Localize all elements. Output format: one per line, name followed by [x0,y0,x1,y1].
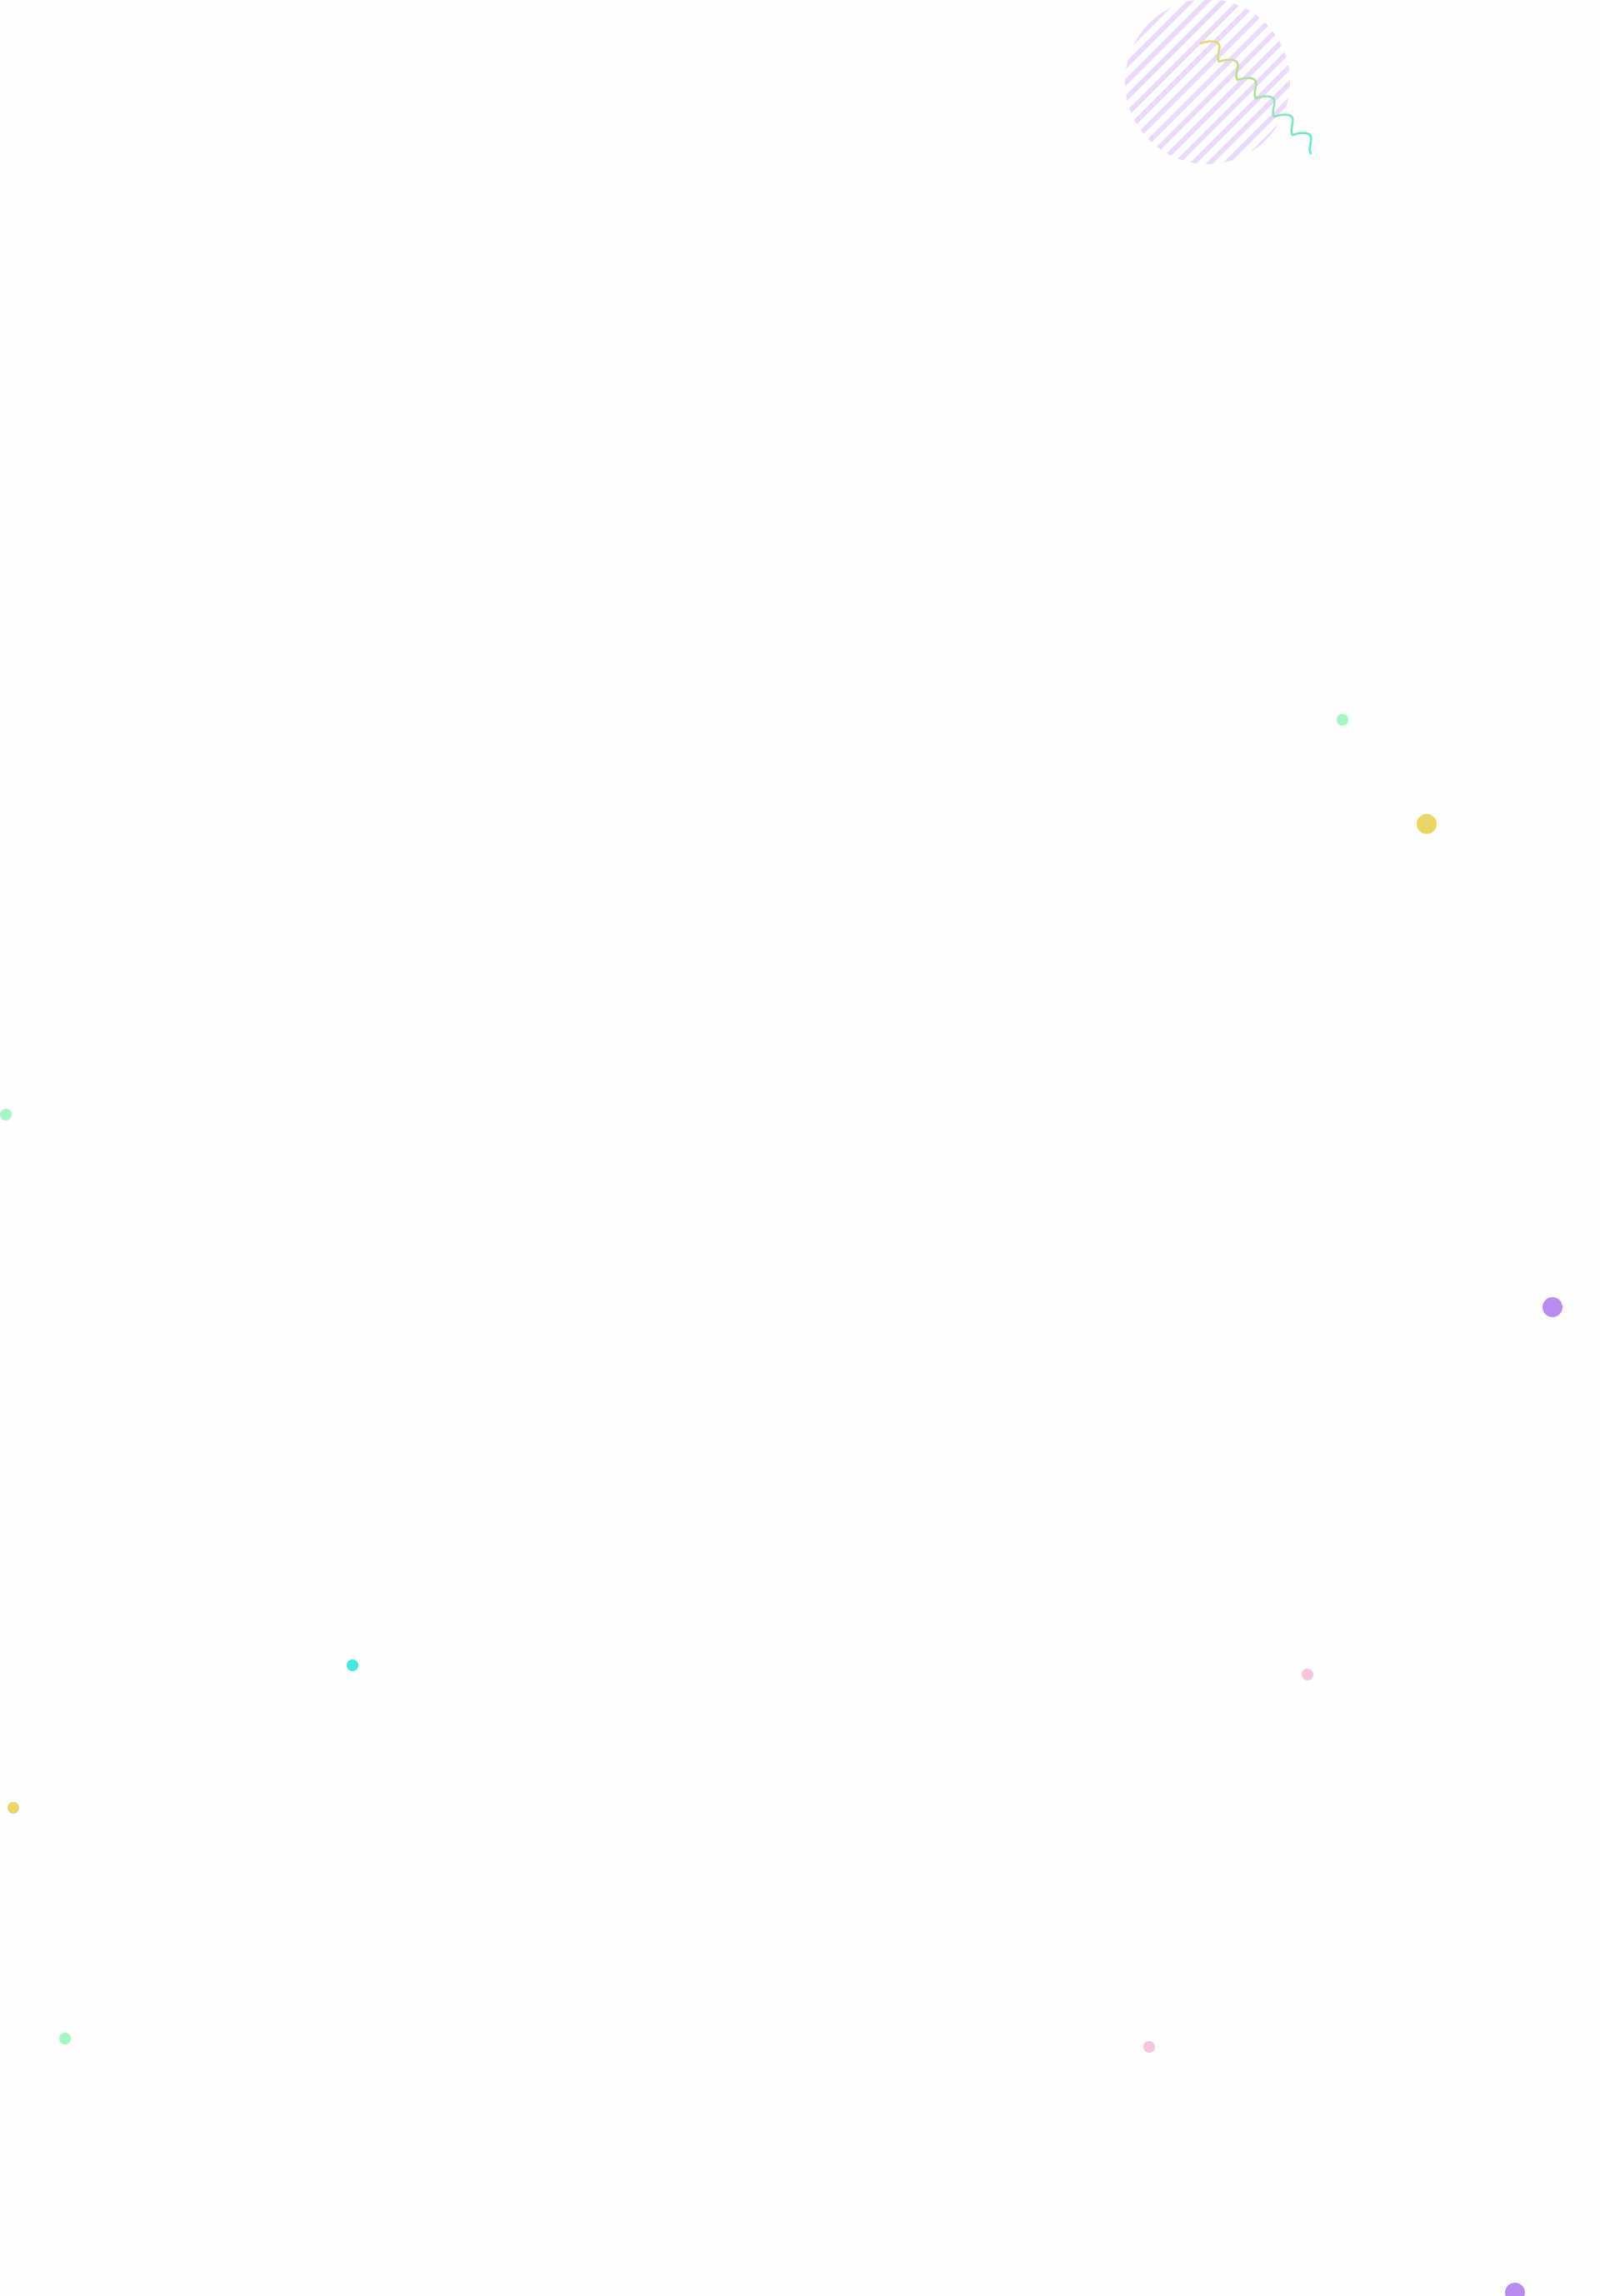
confetti-dot-icon [1143,2041,1155,2053]
confetti-dot-icon [0,1109,12,1121]
confetti-dot-icon [1417,814,1437,834]
confetti-dot-icon [1337,714,1348,726]
confetti-dot-icon [347,1660,358,1671]
confetti-dot-icon [1302,1669,1313,1680]
confetti-dot-icon [59,2033,71,2044]
squiggle-line-icon [1199,40,1312,155]
striped-circle-icon [1125,0,1290,164]
confetti-dot-icon [8,1802,19,1814]
confetti-dot-icon [1542,1297,1562,1317]
confetti-dot-icon [1505,2283,1525,2296]
